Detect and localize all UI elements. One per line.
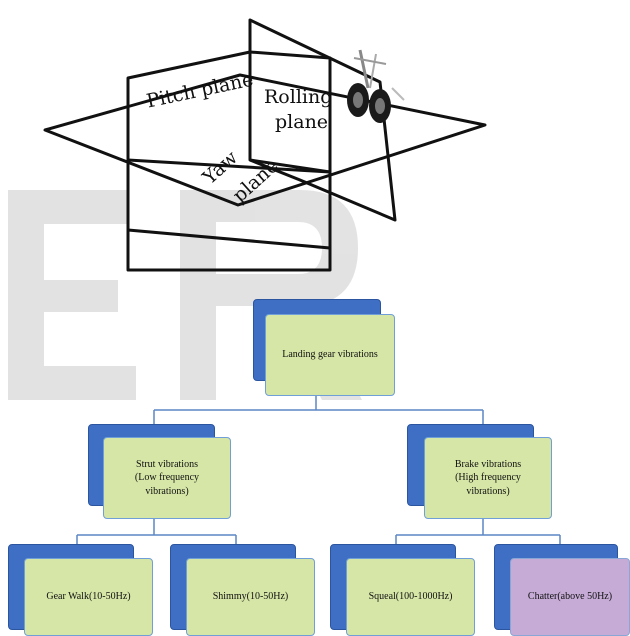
- watermark-r-bowl: [216, 190, 358, 306]
- watermark-e-mid: [8, 280, 118, 312]
- node-brake-vibrations: Brake vibrations (High frequency vibrati…: [407, 424, 553, 520]
- node-strut-vibrations: Strut vibrations (Low frequency vibratio…: [88, 424, 232, 520]
- node-strut-vibrations-label: Strut vibrations (Low frequency vibratio…: [103, 437, 231, 519]
- rolling-plane-label-line2: plane: [275, 111, 329, 133]
- node-gear-walk: Gear Walk(10-50Hz): [8, 544, 154, 636]
- intersection-line-lower: [127, 228, 331, 250]
- watermark-e-top: [8, 190, 128, 224]
- node-landing-gear-vibrations: Landing gear vibrations: [253, 299, 397, 397]
- node-shimmy-label: Shimmy(10-50Hz): [186, 558, 315, 636]
- intersection-line-diagonal: [249, 158, 331, 174]
- node-chatter-label: Chatter(above 50Hz): [510, 558, 630, 636]
- intersection-line-center: [127, 158, 331, 174]
- landing-gear-wheels-icon: [347, 49, 405, 123]
- node-brake-vibrations-label: Brake vibrations (High frequency vibrati…: [424, 437, 552, 519]
- node-landing-gear-vibrations-label: Landing gear vibrations: [265, 314, 395, 396]
- watermark-r-stem: [180, 190, 216, 400]
- node-squeal-label: Squeal(100-1000Hz): [346, 558, 475, 636]
- watermark-e-bottom: [8, 366, 136, 400]
- pitch-plane-outline: [126, 50, 332, 272]
- planes-diagram: [43, 18, 487, 272]
- node-shimmy: Shimmy(10-50Hz): [170, 544, 316, 636]
- yaw-plane-outline: [43, 73, 487, 207]
- node-squeal: Squeal(100-1000Hz): [330, 544, 476, 636]
- node-chatter: Chatter(above 50Hz): [494, 544, 630, 636]
- node-gear-walk-label: Gear Walk(10-50Hz): [24, 558, 153, 636]
- rolling-plane-label-line1: Rolling: [264, 86, 333, 108]
